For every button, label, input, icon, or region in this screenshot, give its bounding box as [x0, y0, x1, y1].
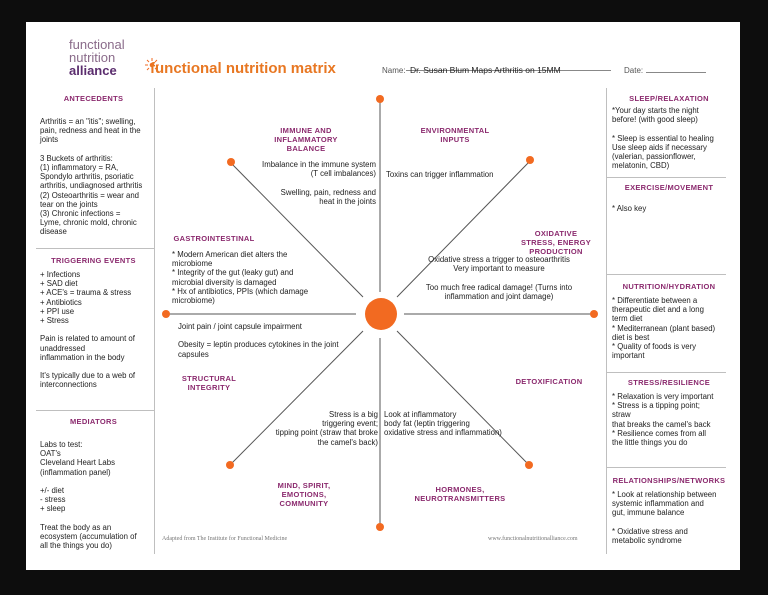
nutrition-header: NUTRITION/HYDRATION	[622, 282, 716, 291]
immune-text: Imbalance in the immune system (T cell i…	[262, 160, 376, 206]
nutrition-text: * Differentiate between a therapeutic di…	[612, 296, 716, 361]
right-divider-1	[606, 177, 726, 178]
oxidative-text: Oxidative stress a trigger to osteoarthr…	[425, 255, 573, 301]
relationships-header: RELATIONSHIPS/NETWORKS	[612, 476, 726, 485]
gastrointestinal-header: GASTROINTESTINAL	[173, 234, 255, 243]
name-label: Name:	[382, 66, 406, 75]
antecedents-text: Arthritis = an "itis"; swelling, pain, r…	[40, 117, 143, 237]
left-divider-2	[36, 410, 154, 411]
mediators-text: Labs to test: OAT's Cleveland Heart Labs…	[40, 440, 137, 551]
logo-sunburst-icon	[145, 58, 159, 72]
environmental-header: ENVIRONMENTAL INPUTS	[420, 126, 490, 144]
spoke-southeast	[396, 330, 530, 466]
stress-header: STRESS/RESILIENCE	[627, 378, 711, 387]
triggering-events-text: + Infections + SAD diet + ACE's = trauma…	[40, 270, 136, 390]
node-east	[590, 310, 598, 318]
footer-url[interactable]: www.functionalnutritionalliance.com	[488, 536, 578, 542]
node-southwest	[226, 461, 234, 469]
date-label: Date:	[624, 66, 644, 75]
page-title: functional nutrition matrix	[150, 60, 336, 77]
right-column-divider	[606, 88, 607, 554]
structural-header: STRUCTURAL INTEGRITY	[181, 374, 237, 392]
mind-header: MIND, SPIRIT, EMOTIONS, COMMUNITY	[277, 481, 331, 508]
environmental-text: Toxins can trigger inflammation	[386, 170, 494, 179]
footer-credit: Adapted from The Institute for Functiona…	[162, 536, 288, 542]
stress-text: * Relaxation is very important * Stress …	[612, 392, 714, 448]
node-northwest	[227, 158, 235, 166]
name-field[interactable]: Dr. Susan Blum Maps Arthritis on 15MM	[406, 60, 611, 75]
left-column-divider	[154, 88, 155, 554]
exercise-header: EXERCISE/MOVEMENT	[624, 183, 714, 192]
antecedents-header: ANTECEDENTS	[63, 94, 124, 103]
right-divider-4	[606, 467, 726, 468]
matrix-page: functional nutrition alliance functional…	[26, 22, 740, 570]
right-divider-3	[606, 372, 726, 373]
structural-text: Joint pain / joint capsule impairment Ob…	[178, 322, 339, 359]
spoke-northwest	[230, 162, 364, 298]
detoxification-header: DETOXIFICATION	[515, 377, 583, 386]
node-west	[162, 310, 170, 318]
sleep-text: *Your day starts the night before! (with…	[612, 106, 714, 171]
hormones-header: HORMONES, NEUROTRANSMITTERS	[414, 485, 506, 503]
left-divider-1	[36, 248, 154, 249]
node-southeast	[525, 461, 533, 469]
spoke-northeast	[396, 160, 531, 298]
brand-logo: functional nutrition alliance	[69, 37, 125, 78]
node-northeast	[526, 156, 534, 164]
mediators-header: MEDIATORS	[69, 417, 117, 426]
mind-text: Stress is a big triggering event; tippin…	[275, 410, 378, 447]
gastrointestinal-text: * Modern American diet alters the microb…	[172, 250, 309, 306]
node-north	[376, 95, 384, 103]
sleep-header: SLEEP/RELAXATION	[629, 94, 709, 103]
relationships-text: * Look at relationship between systemic …	[612, 490, 717, 546]
center-node	[365, 298, 397, 330]
date-field[interactable]	[646, 62, 706, 73]
triggering-events-header: TRIGGERING EVENTS	[51, 256, 136, 265]
immune-header: IMMUNE AND INFLAMMATORY BALANCE	[274, 126, 338, 153]
name-value: Dr. Susan Blum Maps Arthritis on 15MM	[410, 65, 561, 75]
matrix-spokes	[166, 100, 594, 527]
node-south	[376, 523, 384, 531]
right-divider-2	[606, 274, 726, 275]
exercise-text: * Also key	[612, 204, 647, 213]
hormones-text: Look at inflammatory body fat (leptin tr…	[384, 410, 502, 438]
oxidative-header: OXIDATIVE STRESS, ENERGY PRODUCTION	[520, 229, 592, 256]
spoke-southwest	[229, 330, 364, 466]
